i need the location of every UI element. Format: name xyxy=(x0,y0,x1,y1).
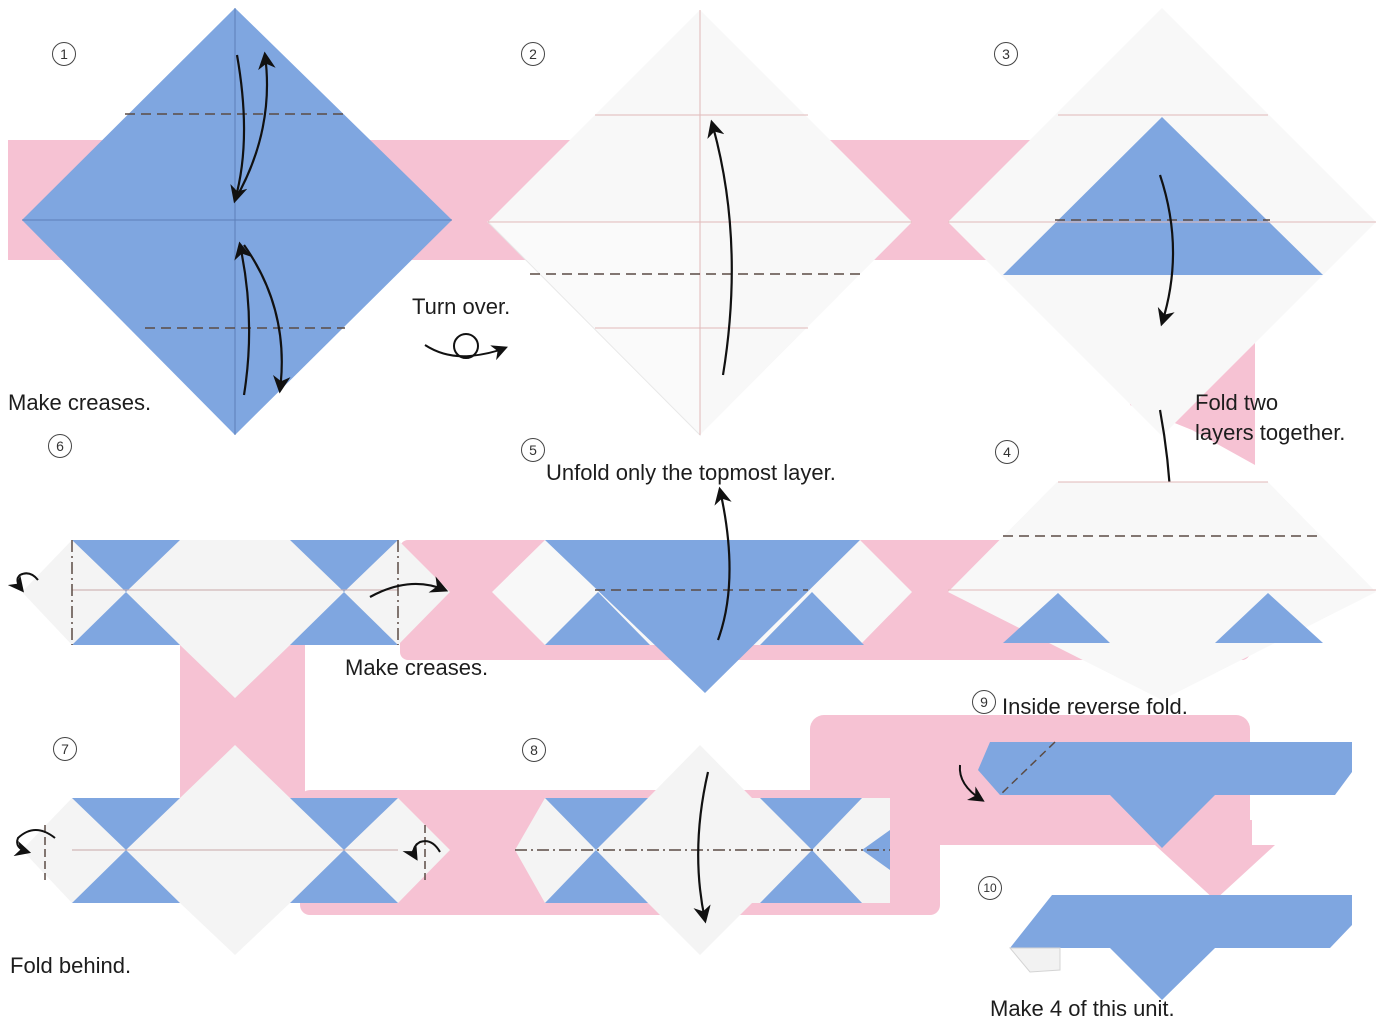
step-number-4: 4 xyxy=(995,440,1019,464)
caption-step5: Unfold only the topmost layer. xyxy=(546,460,836,485)
step5-diagram xyxy=(492,486,912,693)
caption-step6: Make creases. xyxy=(345,655,489,680)
caption-step3-line2: layers together. xyxy=(1195,420,1346,445)
step9-diagram xyxy=(958,741,1352,848)
step-number-3: 3 xyxy=(994,42,1018,66)
caption-step9: Inside reverse fold. xyxy=(1002,694,1188,719)
caption-step3-line1: Fold two xyxy=(1195,390,1279,415)
step-number-7: 7 xyxy=(53,737,77,761)
step7-diagram xyxy=(13,745,450,955)
step-number-6: 6 xyxy=(48,434,72,458)
step2-diagram xyxy=(424,10,912,437)
step8-diagram xyxy=(515,745,890,955)
caption-step7: Fold behind. xyxy=(10,953,132,978)
step6-diagram xyxy=(7,540,450,698)
caption-step10: Make 4 of this unit. xyxy=(990,996,1175,1021)
step10-diagram xyxy=(1008,895,1352,1000)
step-number-10: 10 xyxy=(978,876,1002,900)
caption-step1: Make creases. xyxy=(8,390,152,415)
caption-step2: Turn over. xyxy=(412,294,511,319)
step-number-8: 8 xyxy=(522,738,546,762)
step-number-1: 1 xyxy=(52,42,76,66)
step-number-5: 5 xyxy=(521,438,545,462)
step1-diagram xyxy=(22,8,452,435)
step3-diagram xyxy=(948,8,1376,436)
step-number-9: 9 xyxy=(972,690,996,714)
step4-diagram xyxy=(948,481,1376,700)
step-number-2: 2 xyxy=(521,42,545,66)
